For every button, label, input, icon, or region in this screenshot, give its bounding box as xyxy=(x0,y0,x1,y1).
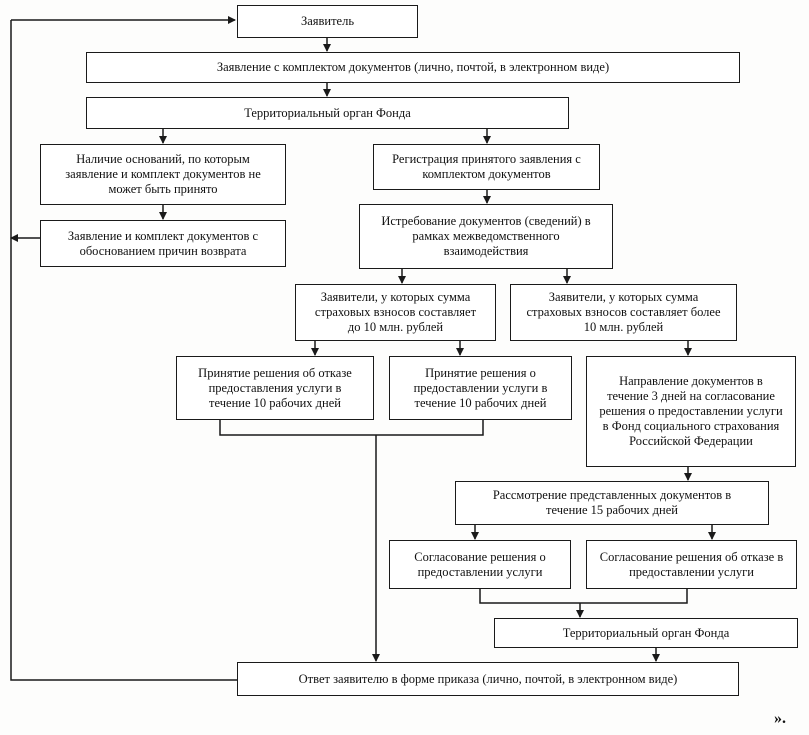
grounds-not-accepted-box: Наличие оснований, по которым заявление … xyxy=(40,144,286,205)
over-10m-box: Заявители, у которых сумма страховых взн… xyxy=(510,284,737,341)
response-box: Ответ заявителю в форме приказа (лично, … xyxy=(237,662,739,696)
grant-decision-box: Принятие решения о предоставлении услуги… xyxy=(389,356,572,420)
approve-refusal-box: Согласование решения об отказе в предост… xyxy=(586,540,797,589)
registration-box: Регистрация принятого заявления с компле… xyxy=(373,144,600,190)
review-15-days-box: Рассмотрение представленных документов в… xyxy=(455,481,769,525)
territorial-body-top-box: Территориальный орган Фонда xyxy=(86,97,569,129)
send-to-fss-box: Направление документов в течение 3 дней … xyxy=(586,356,796,467)
refusal-decision-box: Принятие решения об отказе предоставлени… xyxy=(176,356,374,420)
approve-grant-box: Согласование решения о предоставлении ус… xyxy=(389,540,571,589)
connector-response-to-loop xyxy=(10,20,237,681)
closing-quote-mark: ». xyxy=(774,710,786,727)
territorial-body-bottom-box: Территориальный орган Фонда xyxy=(494,618,798,648)
connector-approvals-merge xyxy=(479,588,688,604)
application-box: Заявление с комплектом документов (лично… xyxy=(86,52,740,83)
up-to-10m-box: Заявители, у которых сумма страховых взн… xyxy=(295,284,496,341)
applicant-box: Заявитель xyxy=(237,5,418,38)
return-with-reasons-box: Заявление и комплект документов с обосно… xyxy=(40,220,286,267)
connector-decisions-merge xyxy=(219,419,484,436)
interagency-request-box: Истребование документов (сведений) в рам… xyxy=(359,204,613,269)
